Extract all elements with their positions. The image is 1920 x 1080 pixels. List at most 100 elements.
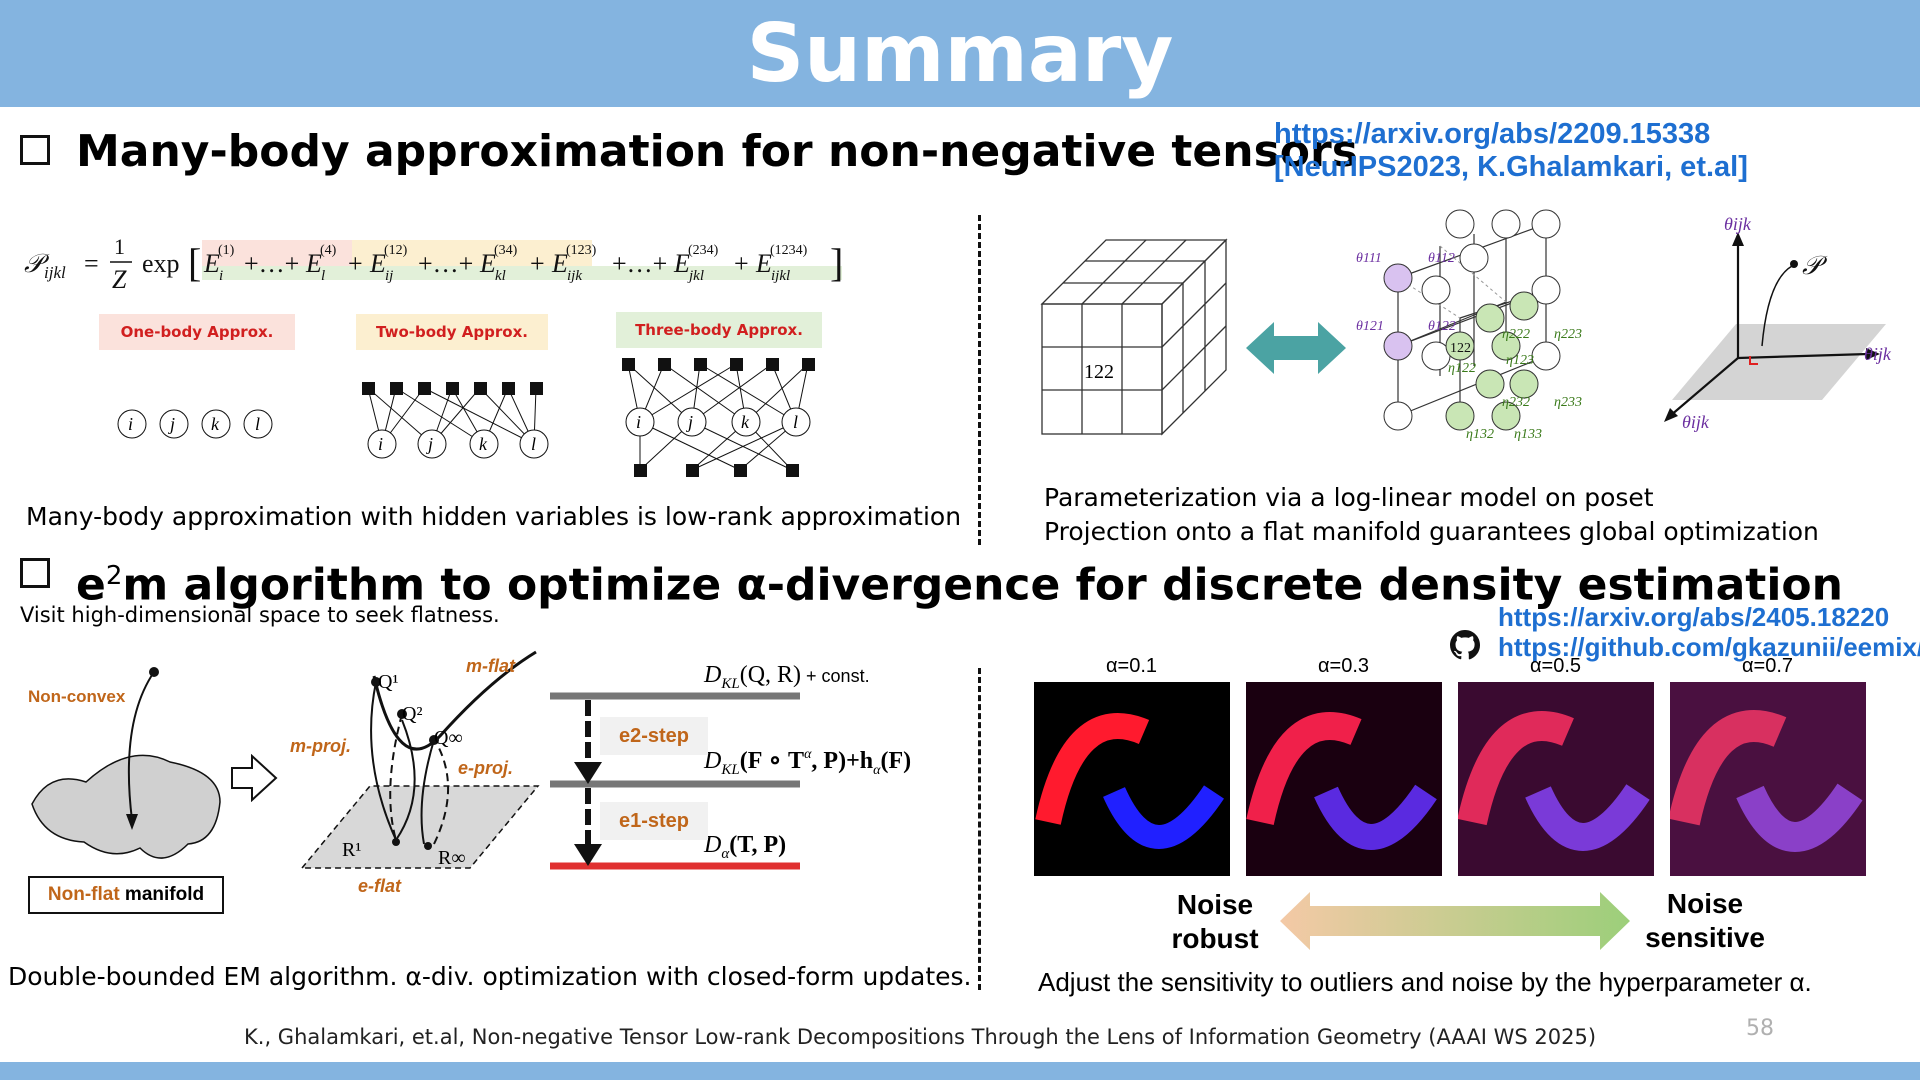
svg-text:Non-convex: Non-convex [28,687,126,706]
e1-step-label: e1-step [600,802,708,840]
svg-text:E: E [479,249,496,278]
two-body-diagram: i j k l [356,378,566,462]
svg-text:(4): (4) [320,243,337,258]
github-link[interactable]: https://github.com/gkazunii/eemix/ [1498,632,1920,662]
e2-step-label: e2-step [600,717,708,755]
one-body-diagram: i j k l [110,400,290,444]
svg-text:l: l [255,414,260,434]
vertical-divider [978,215,981,545]
noise-sensitive-label: Noise sensitive [1645,888,1765,953]
svg-text:η132: η132 [1466,427,1494,442]
alpha-label: α=0.5 [1529,655,1582,677]
poset-diagram: θ111 θ112 θ121 θ122 122 η122 η123 η132 η… [1356,206,1616,446]
svg-text:E: E [551,249,568,278]
svg-text:+: + [530,249,545,278]
bottom-bar [0,1062,1920,1080]
svg-text:θijk: θijk [1724,214,1752,234]
footer-citation: K., Ghalamkari, et.al, Non-negative Tens… [244,1025,1597,1049]
svg-text:i: i [378,434,383,454]
sensitivity-arrow [1280,890,1630,952]
svg-text:m-flat: m-flat [466,656,516,676]
alpha-label: α=0.1 [1105,655,1158,677]
svg-text:exp: exp [142,249,180,278]
section2-caption-right: Adjust the sensitivity to outliers and n… [1038,967,1812,997]
svg-text:k: k [741,412,750,432]
svg-text:θijk: θijk [1864,344,1892,364]
svg-text:θ111: θ111 [1356,251,1382,266]
svg-text:Dα(T, P): Dα(T, P) [703,832,786,862]
svg-text:E: E [203,249,220,278]
svg-text:η233: η233 [1554,395,1582,410]
svg-text:𝒫: 𝒫 [1802,251,1828,280]
svg-text:ij: ij [385,268,393,284]
density-estimate-image [1246,682,1442,876]
checkbox-icon [20,135,50,165]
svg-text:+…+: +…+ [612,249,667,278]
section1-caption-right-2: Projection onto a flat manifold guarante… [1044,517,1819,546]
github-icon [1450,630,1481,660]
three-body-diagram: i j k l [616,352,826,480]
two-body-label: Two-body Approx. [356,314,548,350]
svg-text:θ122: θ122 [1428,319,1456,334]
double-bounded-diagram: DKL(Q, R) + const. DKL(F ∘ Tα, P)+hα(F) … [550,652,974,882]
non-flat-manifold-diagram: Non-convex [20,652,290,922]
svg-text:Q²: Q² [402,703,422,725]
svg-text:θ112: θ112 [1428,251,1455,266]
right-arrow-icon [230,753,280,803]
density-estimate-image [1034,682,1230,876]
svg-text:122: 122 [1450,341,1471,356]
svg-text:m-proj.: m-proj. [290,736,351,756]
svg-text:R∞: R∞ [438,847,466,869]
svg-text:Q∞: Q∞ [434,727,463,749]
svg-text:(34): (34) [494,243,518,258]
svg-text:l: l [793,412,798,432]
non-flat-manifold-label: Non-flat manifold [28,876,224,914]
svg-text:j: j [426,434,433,454]
svg-text:122: 122 [1084,361,1114,383]
svg-text:+…+: +…+ [418,249,473,278]
svg-text:(234): (234) [688,243,719,258]
noise-robust-label: Noise robust [1171,889,1259,954]
arxiv-link-1[interactable]: https://arxiv.org/abs/2209.15338 [1274,118,1711,150]
svg-text:i: i [128,414,133,434]
svg-text:]: ] [830,240,843,285]
svg-text:+: + [348,249,363,278]
svg-text:R¹: R¹ [342,839,361,861]
svg-text:[: [ [188,240,201,285]
section2-subtitle: Visit high-dimensional space to seek fla… [20,603,500,627]
svg-text:l: l [531,434,536,454]
page-number: 58 [1746,1016,1774,1041]
svg-text:η223: η223 [1554,327,1582,342]
parameter-space-axes: θijk θijk θijk 𝒫 [1636,210,1906,440]
svg-text:ijkl: ijkl [771,268,790,284]
density-estimate-image [1668,682,1866,876]
svg-text:i: i [219,268,223,284]
svg-text:j: j [168,414,175,434]
svg-text:(1): (1) [218,243,235,258]
svg-text:η133: η133 [1514,427,1542,442]
svg-text:e-flat: e-flat [358,876,402,896]
section2-heading: e2m algorithm to optimize α-divergence f… [76,559,1843,611]
svg-text:DKL(Q, R) + const.: DKL(Q, R) + const. [703,662,870,692]
svg-text:i: i [636,412,641,432]
svg-text:ijk: ijk [567,268,582,284]
svg-text:η222: η222 [1502,327,1530,342]
svg-text:(12): (12) [384,243,408,258]
density-estimate-image [1457,682,1654,876]
tensor-cube: 122 [1040,238,1230,438]
section1-caption-right-1: Parameterization via a log-linear model … [1044,483,1654,512]
svg-text:+…+: +…+ [244,249,299,278]
svg-text:η122: η122 [1448,361,1476,376]
svg-text:θijk: θijk [1682,412,1710,432]
section1-heading: Many-body approximation for non-negative… [76,126,1358,177]
three-body-label: Three-body Approx. [616,312,822,348]
svg-text:1: 1 [114,234,125,259]
reference-link[interactable]: [NeurIPS2023, K.Ghalamkari, et.al] [1274,151,1748,183]
svg-text:e-proj.: e-proj. [458,758,513,778]
svg-text:j: j [686,412,693,432]
svg-text:E: E [305,249,322,278]
double-arrow-icon [1246,320,1346,376]
arxiv-link-2[interactable]: https://arxiv.org/abs/2405.18220 [1498,602,1890,632]
svg-text:η232: η232 [1502,395,1530,410]
